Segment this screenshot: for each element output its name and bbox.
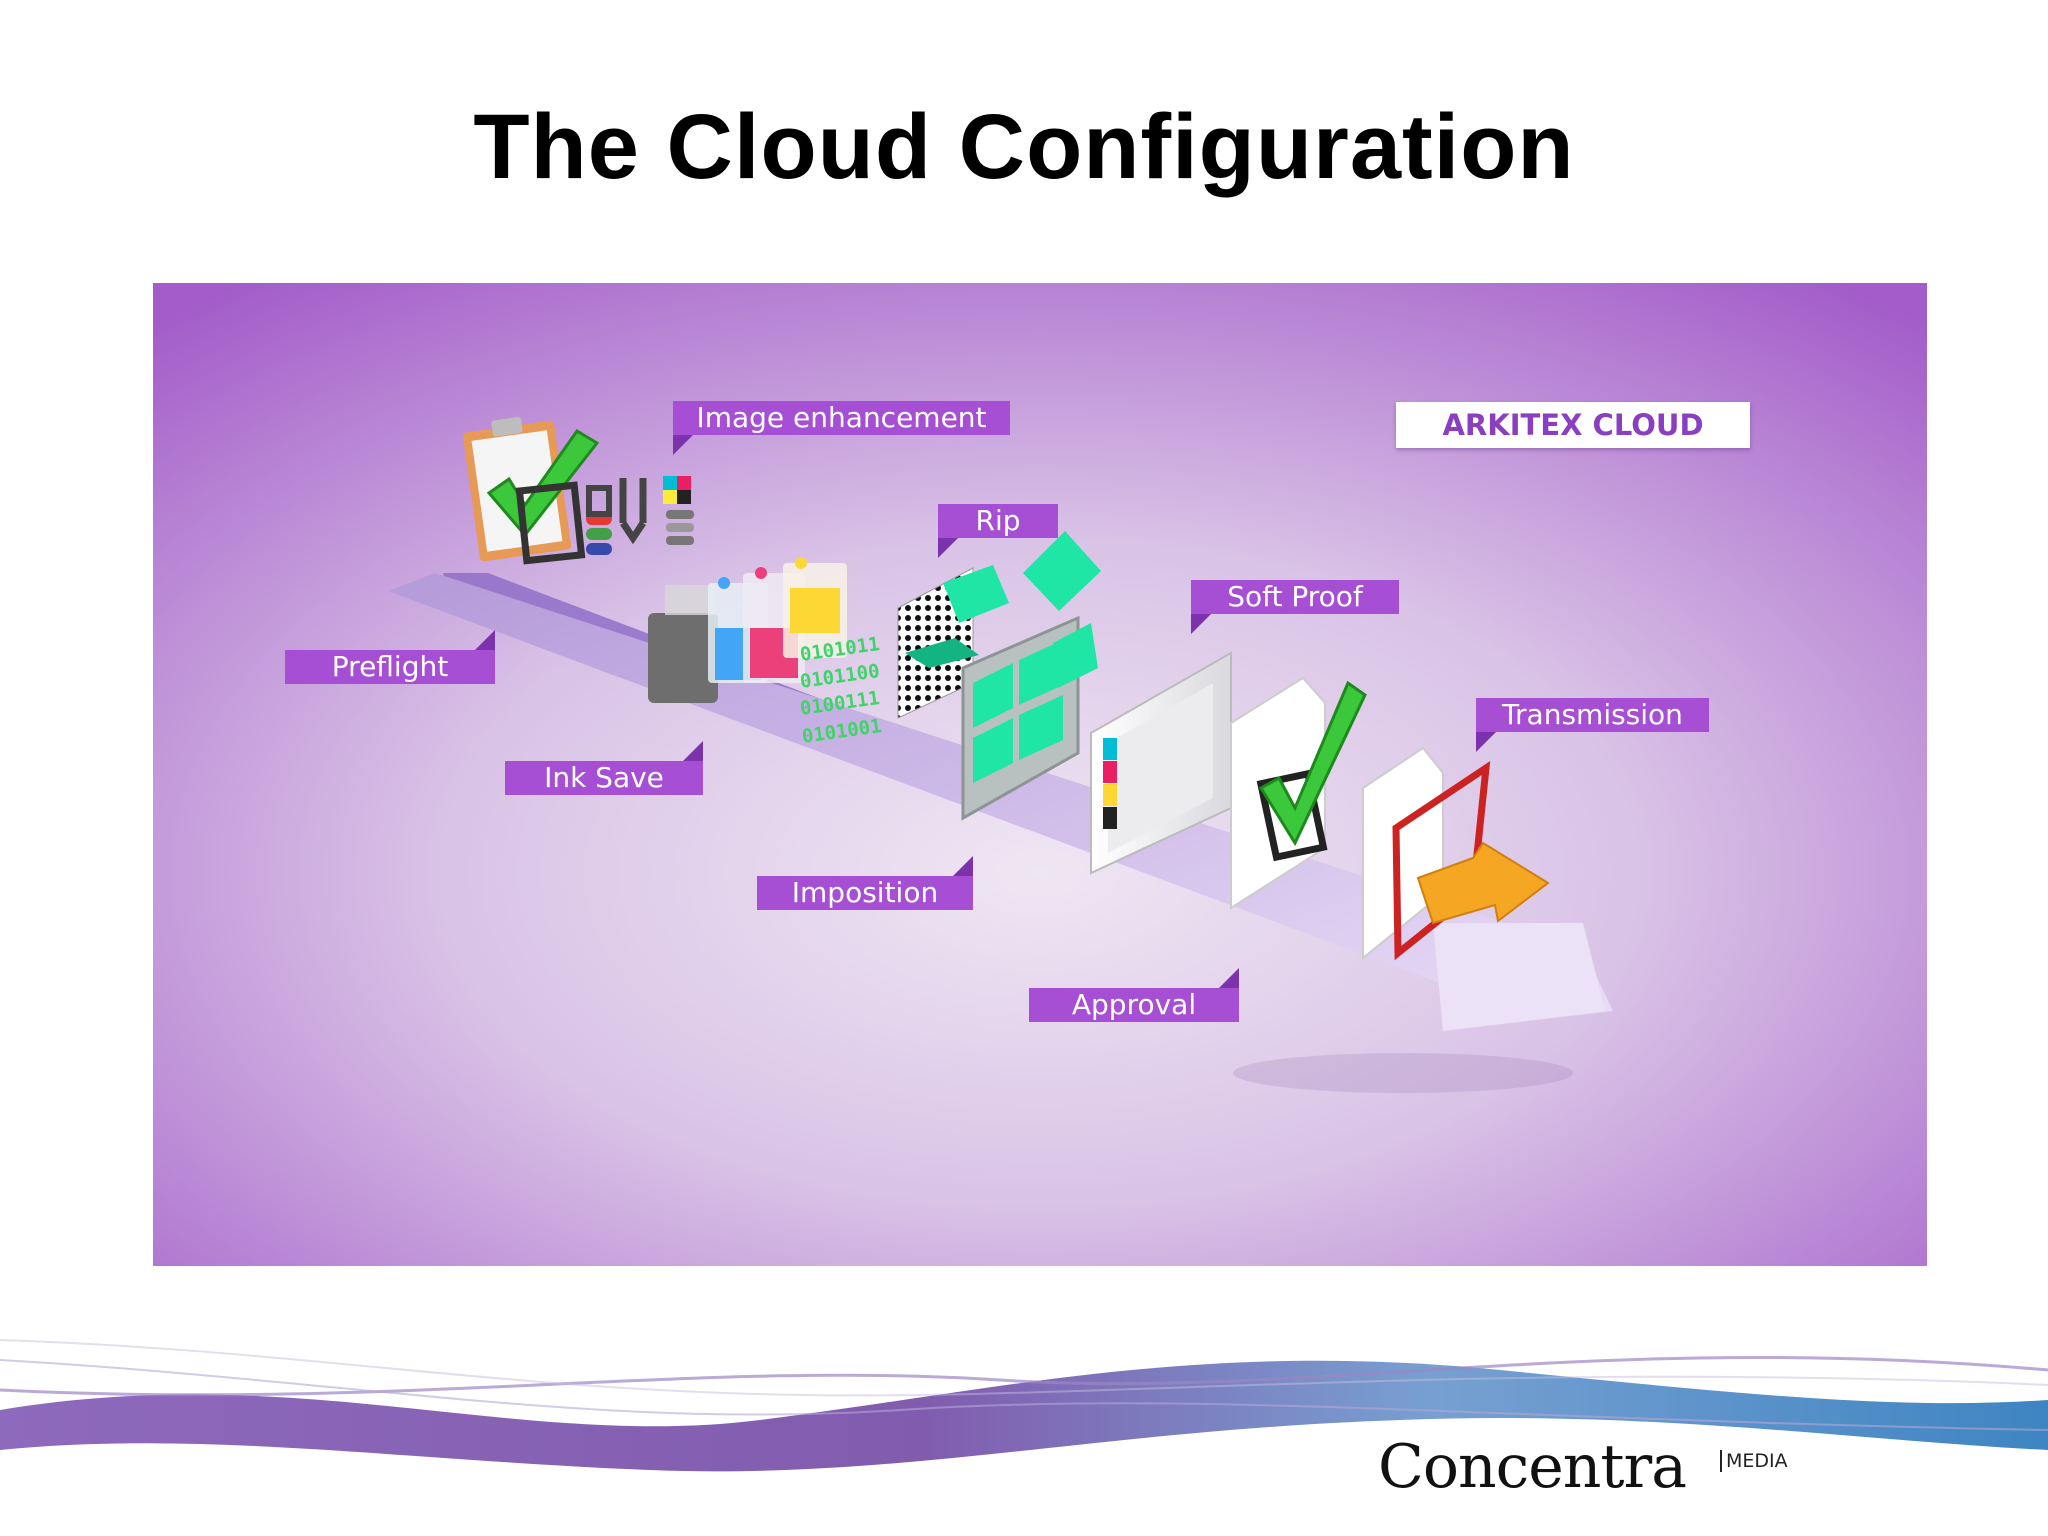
soft-proof-sheet-icon [1090,651,1232,875]
stage-label-ink-save: Ink Save [505,741,703,795]
label-pointer [683,741,703,761]
stage-label-preflight: Preflight [285,630,495,684]
stage-label-approval: Approval [1029,968,1239,1022]
label-pointer [1476,732,1496,752]
label-pointer [673,435,693,455]
rip-label-text: Rip [975,504,1021,537]
slide-title: The Cloud Configuration [473,96,1575,198]
stage-label-soft-proof: Soft Proof [1191,580,1399,634]
label-pointer [938,538,958,558]
stage-label-rip: Rip [938,504,1058,558]
approval-label-text: Approval [1071,988,1197,1021]
ink-save-label-text: Ink Save [544,761,664,794]
ink-containers-icon [648,557,847,703]
stage-label-transmission: Transmission [1476,698,1709,752]
label-pointer [475,630,495,650]
preflight-label-text: Preflight [331,650,449,683]
label-pointer [1191,614,1211,634]
footer-waves [0,1339,2048,1472]
transmission-label-text: Transmission [1502,698,1683,731]
arkitex-cloud-badge: ARKITEX CLOUD [1396,402,1750,448]
stage-label-imposition: Imposition [757,856,973,910]
soft-proof-label-text: Soft Proof [1227,580,1363,613]
concentra-logo-media: MEDIA [1720,1450,1788,1472]
stage-label-image-enhancement: Image enhancement [673,401,1010,455]
imposition-label-text: Imposition [791,876,939,909]
label-pointer [1219,968,1239,988]
imposition-tiles-icon [905,531,1101,821]
concentra-logo: Concentra [1378,1432,1687,1502]
approval-check-icon [1230,676,1367,910]
image-enhancement-label-text: Image enhancement [696,401,987,434]
image-enhancement-icon [586,476,694,555]
label-pointer [953,856,973,876]
transmission-arrow-icon [1362,746,1550,961]
preflight-clipboard-icon [462,417,600,565]
